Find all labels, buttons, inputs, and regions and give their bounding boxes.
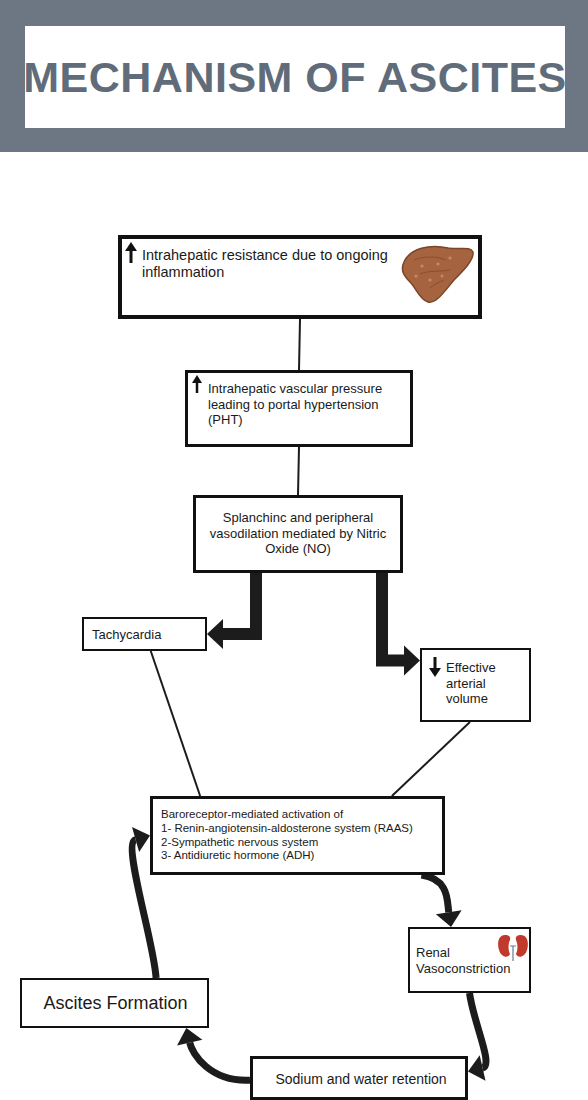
box-text: Ascites Formation [28, 993, 203, 1015]
arrow-head [177, 1028, 202, 1046]
connector-line [151, 651, 200, 796]
box-text: Intrahepatic vascular pressure leading t… [208, 381, 408, 428]
connector-line [190, 1043, 250, 1081]
connector-line [298, 447, 299, 495]
arrow-head [404, 646, 420, 676]
arrow-head [468, 1055, 486, 1080]
list-item: 1- Renin-angiotensin-aldosterone system … [161, 822, 443, 836]
process-box: Effective arterial volume [420, 648, 531, 722]
box-text: Effective arterial volume [446, 660, 526, 707]
title-box: MECHANISM OF ASCITES [25, 26, 565, 128]
liver-illustration [400, 240, 475, 310]
increase-arrow [124, 242, 138, 264]
box-text: Tachycardia [92, 627, 197, 643]
kidney-illustration [496, 932, 530, 962]
box-text: Sodium and water retention [259, 1071, 463, 1088]
diagram-title: MECHANISM OF ASCITES [23, 53, 567, 102]
connector [207, 573, 256, 649]
connector [468, 993, 486, 1081]
process-box: Ascites Formation [20, 978, 209, 1028]
decrease-arrow [428, 657, 442, 677]
arrow-head [436, 910, 462, 927]
connector [421, 875, 461, 927]
box-text: Baroreceptor-mediated activation of [161, 808, 443, 822]
connector [382, 573, 420, 676]
box-text: Intrahepatic resistance due to ongoing i… [142, 247, 404, 282]
increase-arrow [191, 375, 203, 394]
arrow-head [132, 827, 150, 852]
process-box: Intrahepatic vascular pressure leading t… [185, 370, 413, 447]
connector-line [421, 875, 448, 912]
process-box: Baroreceptor-mediated activation of1- Re… [150, 796, 445, 875]
connector [392, 722, 470, 796]
connector-line [382, 573, 404, 661]
process-box: Splanchinc and peripheral vasodilation m… [193, 495, 403, 573]
connector-line [470, 993, 487, 1068]
connector-line [392, 722, 470, 796]
list-item: 3- Antidiuretic hormone (ADH) [161, 849, 443, 863]
process-box: Tachycardia [82, 617, 207, 651]
connector-line [299, 319, 300, 370]
list-item: 2-Sympathetic nervous system [161, 836, 443, 850]
process-box: Sodium and water retention [250, 1056, 468, 1100]
connector [151, 651, 200, 796]
arrow-head [207, 619, 223, 649]
connector-line [223, 573, 256, 634]
box-text: Renal Vasoconstriction [416, 945, 506, 976]
connector [299, 319, 300, 370]
connector [298, 447, 299, 495]
box-text: Splanchinc and peripheral vasodilation m… [202, 510, 394, 557]
connector [177, 1028, 250, 1080]
